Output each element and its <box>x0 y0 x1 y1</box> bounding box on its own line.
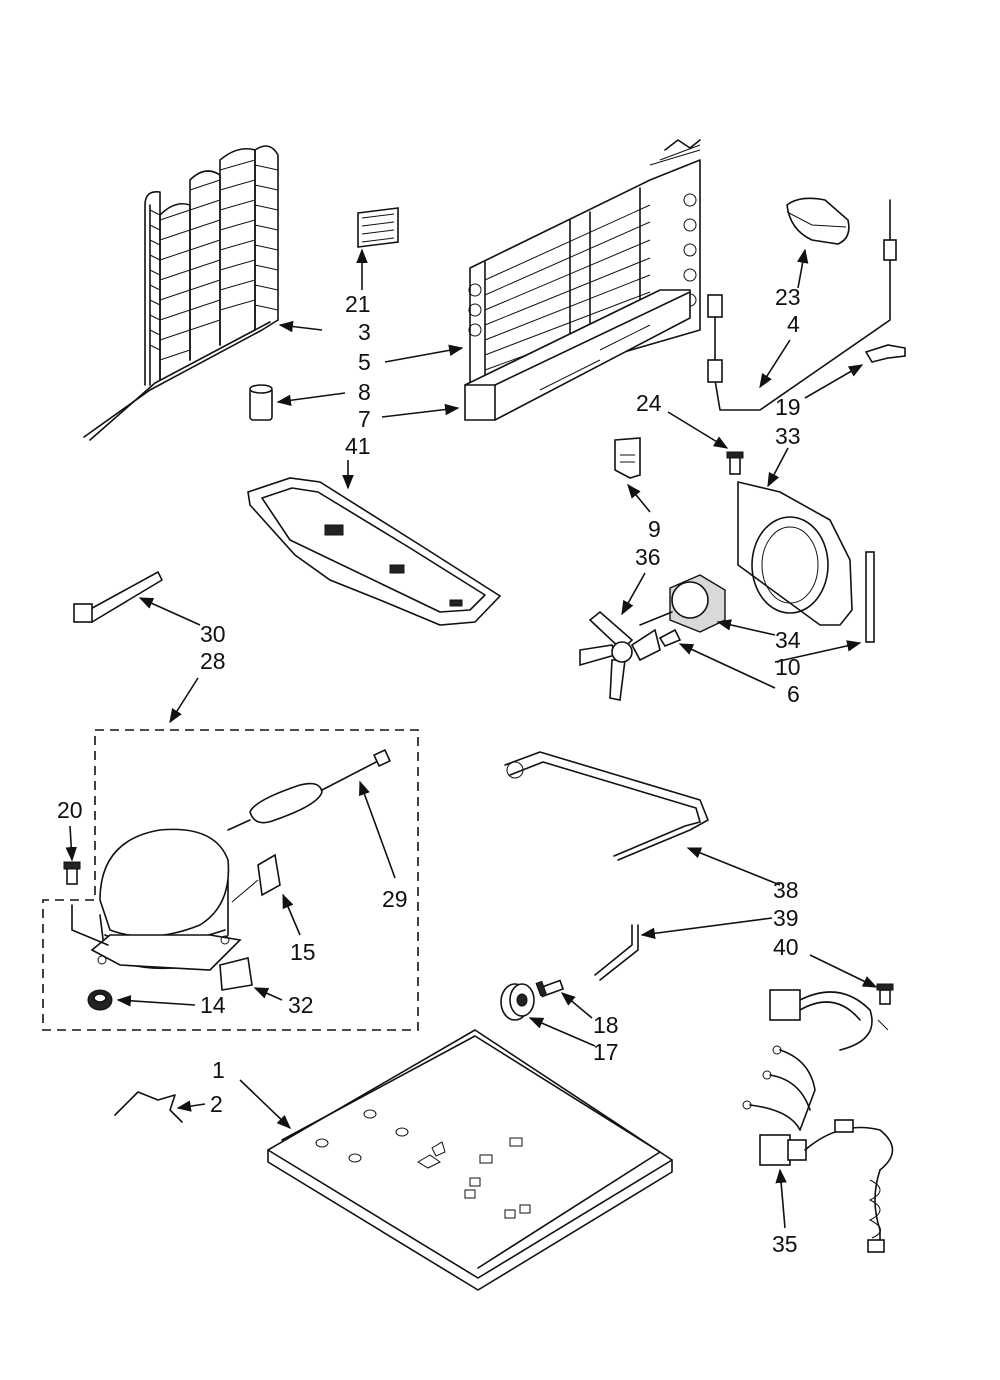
callout-30: 30 <box>200 621 226 647</box>
callout-35: 35 <box>772 1231 798 1257</box>
callout-1: 1 <box>212 1057 225 1083</box>
callout-8: 8 <box>358 379 371 405</box>
callout-28: 28 <box>200 648 226 674</box>
gasket-strip <box>865 551 875 643</box>
relay <box>231 853 281 903</box>
callout-7: 7 <box>358 406 371 432</box>
callout-6: 6 <box>787 681 800 707</box>
callout-9: 9 <box>648 516 661 542</box>
callout-3: 3 <box>358 319 371 345</box>
fan-motor <box>639 574 726 633</box>
grommet <box>87 989 113 1011</box>
callout-23: 23 <box>775 284 801 310</box>
bracket <box>614 437 641 479</box>
callout-19: 19 <box>775 394 801 420</box>
callout-5: 5 <box>358 349 371 375</box>
compressor-screw <box>63 861 81 885</box>
callout-36: 36 <box>635 544 661 570</box>
callout-39: 39 <box>773 905 799 931</box>
sensor-cover <box>786 197 850 245</box>
drain-trough <box>464 289 691 421</box>
cylinder-part <box>249 384 273 421</box>
wire-spring <box>114 1091 183 1123</box>
short-tube <box>594 924 639 981</box>
callout-40: 40 <box>773 934 799 960</box>
wire-clip <box>864 344 906 363</box>
screw <box>726 451 744 475</box>
compressor <box>71 828 242 971</box>
cable-tie <box>73 571 163 623</box>
callout-41: 41 <box>345 433 371 459</box>
thermistor-wire <box>707 199 897 411</box>
callout-15: 15 <box>290 939 316 965</box>
fan-blade <box>579 610 661 701</box>
drip-tray <box>247 477 502 626</box>
roller-wheel <box>500 983 535 1021</box>
callout-24: 24 <box>636 390 662 416</box>
tube-assembly <box>504 751 709 861</box>
callout-21: 21 <box>345 291 371 317</box>
wire-harness <box>742 989 894 1253</box>
harness-screw <box>876 983 894 1031</box>
leader-lines <box>65 248 878 1229</box>
callout-38: 38 <box>773 877 799 903</box>
callout-20: 20 <box>57 797 83 823</box>
filter-drier <box>227 748 392 831</box>
callout-labels: 21 3 5 8 7 41 23 4 19 24 33 9 36 34 10 6… <box>57 284 801 1257</box>
callout-10: 10 <box>775 654 801 680</box>
overload-protector <box>219 957 253 991</box>
callout-17: 17 <box>593 1039 619 1065</box>
callout-33: 33 <box>775 423 801 449</box>
roller-axle <box>535 979 565 998</box>
screw-small <box>658 628 682 647</box>
callout-34: 34 <box>775 627 801 653</box>
fan-shroud <box>737 480 853 626</box>
callout-2: 2 <box>210 1091 223 1117</box>
condenser-coil <box>83 145 279 441</box>
callout-32: 32 <box>288 992 314 1018</box>
callout-29: 29 <box>382 886 408 912</box>
compressor-group-box <box>42 729 419 1031</box>
insulation-pad <box>357 207 399 248</box>
callout-14: 14 <box>200 992 226 1018</box>
callout-4: 4 <box>787 311 800 337</box>
callout-18: 18 <box>593 1012 619 1038</box>
base-frame <box>267 1029 673 1291</box>
